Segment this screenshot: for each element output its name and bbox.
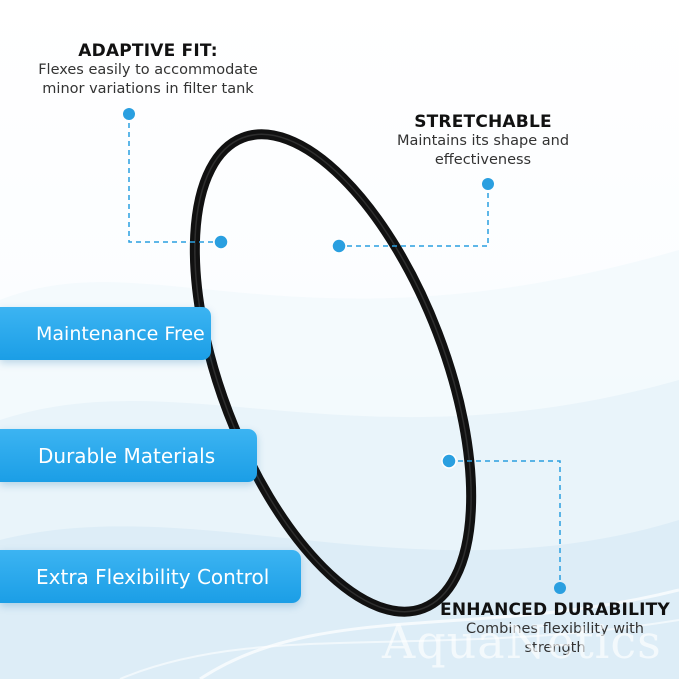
pill-durable-materials: Durable Materials <box>0 429 257 482</box>
pill-label: Extra Flexibility Control <box>36 564 270 589</box>
feature-title: STRETCHABLE <box>414 112 552 132</box>
leader-line-enhanced-durability <box>441 453 566 594</box>
pill-label: Durable Materials <box>38 443 216 468</box>
leader-line-stretchable <box>331 178 494 254</box>
o-ring <box>189 129 477 617</box>
feature-desc-line1: Combines flexibility with <box>466 621 644 637</box>
pill-label: Maintenance Free <box>36 322 205 345</box>
feature-stretchable: STRETCHABLE Maintains its shape and effe… <box>370 112 596 170</box>
pill-maintenance-free: Maintenance Free <box>0 307 211 360</box>
feature-desc-line2: minor variations in filter tank <box>42 81 254 97</box>
brand-watermark: AquaNetics <box>382 615 662 669</box>
feature-title: ADAPTIVE FIT: <box>78 41 218 61</box>
feature-adaptive-fit: ADAPTIVE FIT: Flexes easily to accommoda… <box>10 41 286 99</box>
feature-desc-line2: effectiveness <box>434 152 532 168</box>
feature-enhanced-durability: ENHANCED DURABILITY Combines flexibility… <box>433 600 677 658</box>
feature-desc-line2: strength <box>524 640 586 656</box>
pill-extra-flexibility: Extra Flexibility Control <box>0 550 301 603</box>
feature-desc-line1: Flexes easily to accommodate <box>38 62 258 78</box>
feature-title: ENHANCED DURABILITY <box>440 600 670 620</box>
leader-line-adaptive-fit <box>123 108 229 250</box>
feature-desc-line1: Maintains its shape and <box>396 133 570 149</box>
